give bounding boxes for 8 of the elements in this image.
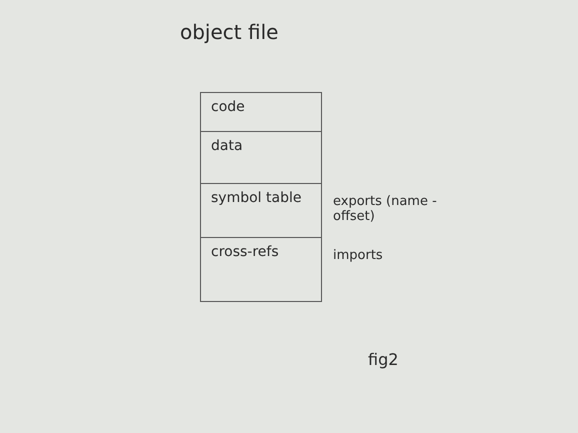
section-label: code [211,99,245,115]
annotation-text: imports [333,248,384,263]
section-label: data [211,138,243,154]
section-label: cross-refs [211,244,279,260]
figure-label: fig2 [368,350,398,369]
section-label: symbol table [211,190,302,206]
annotation-text: exports (name - offset) [333,194,438,224]
heading: object file [180,20,278,44]
